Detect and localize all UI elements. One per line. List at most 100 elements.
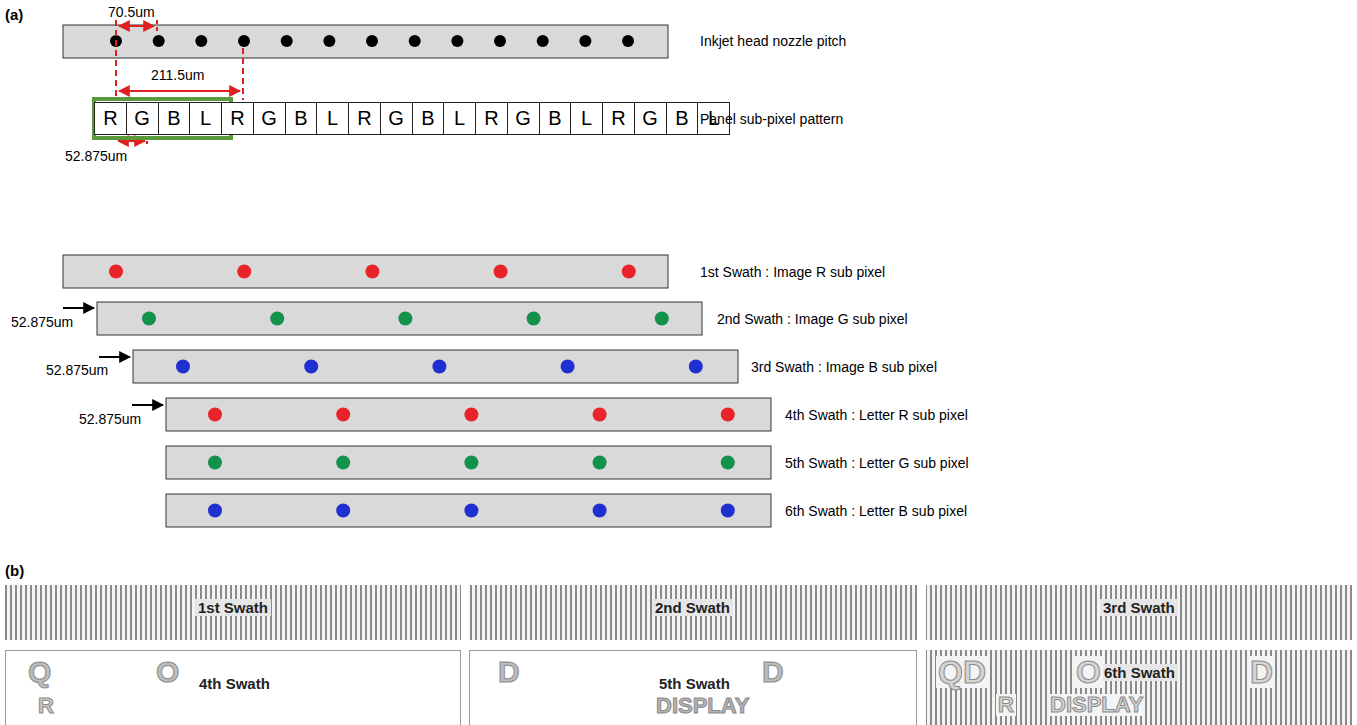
drop-dot <box>336 504 350 518</box>
nozzle-dot <box>579 35 591 47</box>
sub-pixel: L <box>189 102 222 135</box>
pixel-group-outline <box>94 99 231 138</box>
drop-dot <box>527 312 541 326</box>
sub-pixel: R <box>475 102 508 135</box>
sub-pixel-letter: R <box>103 107 117 130</box>
swath-bars <box>63 99 771 527</box>
sub-pixel: R <box>348 102 381 135</box>
shift-arrow <box>99 356 130 358</box>
swath-bar <box>63 255 668 288</box>
drop-dot <box>304 360 318 374</box>
drop-dot <box>142 312 156 326</box>
sub-pixel-letter: L <box>581 107 592 130</box>
panel-title: 6th Swath <box>1101 664 1178 681</box>
printed-letter: D <box>498 657 520 687</box>
printed-letter: DISPLAY <box>656 695 749 717</box>
nozzle-dot <box>323 35 335 47</box>
row-label: Inkjet head nozzle pitch <box>700 33 846 49</box>
panel-title: 3rd Swath <box>1100 599 1178 616</box>
nozzle-dot <box>238 35 250 47</box>
sub-pixel: R <box>602 102 635 135</box>
stripe-panel <box>469 585 917 640</box>
printed-letter: R <box>996 694 1016 716</box>
nozzle-dot <box>366 35 378 47</box>
printed-letter: QD <box>936 656 988 688</box>
printed-letter: O <box>1074 656 1103 688</box>
row-label: 5th Swath : Letter G sub pixel <box>785 455 969 471</box>
swath-bar <box>166 446 771 479</box>
drop-dot <box>176 360 190 374</box>
nozzle-dot <box>494 35 506 47</box>
drop-dot <box>336 408 350 422</box>
drop-dot <box>561 360 575 374</box>
sub-pixel: B <box>158 102 191 135</box>
panel-title: 2nd Swath <box>652 599 733 616</box>
swath-panel: 5th SwathDDDISPLAY <box>469 650 917 725</box>
row-label: 3rd Swath : Image B sub pixel <box>751 359 937 375</box>
stripe-panel <box>926 650 1352 725</box>
sub-pixel: B <box>412 102 445 135</box>
dimension-line <box>156 20 158 32</box>
shift-arrow <box>63 307 94 309</box>
row-label: 2nd Swath : Image G sub pixel <box>717 311 908 327</box>
panel-label: (a) <box>5 6 23 23</box>
sub-pixel-letter: B <box>167 107 180 130</box>
sub-pixel: L <box>316 102 349 135</box>
nozzle-dots <box>110 35 634 47</box>
drop-dot <box>208 456 222 470</box>
drop-dot <box>593 408 607 422</box>
swath-panel: 1st Swath <box>5 585 461 640</box>
drop-dot <box>494 265 508 279</box>
drop-dot <box>237 265 251 279</box>
drop-dot <box>721 504 735 518</box>
sub-pixel-letter: G <box>261 107 277 130</box>
drop-dot <box>270 312 284 326</box>
panel-title: 4th Swath <box>196 675 273 692</box>
nozzle-dot <box>451 35 463 47</box>
nozzle-dot <box>409 35 421 47</box>
swath-bar <box>97 302 702 335</box>
printed-letter: Q <box>28 657 51 687</box>
sub-pixel: B <box>285 102 318 135</box>
dimension-label: 52.875um <box>64 148 128 164</box>
drop-dot <box>593 456 607 470</box>
nozzle-dot <box>281 35 293 47</box>
printed-letter: O <box>156 657 179 687</box>
drop-dot <box>689 360 703 374</box>
dimension-label: 52.875um <box>78 411 142 427</box>
sub-pixel-letter: B <box>548 107 561 130</box>
sub-pixel: G <box>634 102 667 135</box>
drop-dot <box>432 360 446 374</box>
drop-dot <box>464 408 478 422</box>
sub-pixel-letter: B <box>675 107 688 130</box>
stripe-panel <box>926 585 1352 640</box>
dimension-line <box>115 20 117 100</box>
panel-label: (b) <box>5 562 24 579</box>
printed-letter: DISPLAY <box>1048 694 1145 716</box>
sub-pixel-letter: R <box>484 107 498 130</box>
sub-pixel-letter: R <box>611 107 625 130</box>
printed-letter: D <box>1248 656 1275 688</box>
sub-pixel: B <box>666 102 699 135</box>
panel-title: 5th Swath <box>656 675 733 692</box>
dimension-arrow <box>118 140 145 142</box>
sub-pixel-letter: G <box>388 107 404 130</box>
nozzle-dot <box>537 35 549 47</box>
swath-bar <box>166 398 771 431</box>
sub-pixel-letter: L <box>200 107 211 130</box>
sub-pixel: G <box>253 102 286 135</box>
sub-pixel: R <box>94 102 127 135</box>
stripe-panel <box>5 585 461 640</box>
drop-dot <box>721 408 735 422</box>
drop-dot <box>622 265 636 279</box>
sub-pixel-letter: G <box>642 107 658 130</box>
sub-pixel: G <box>507 102 540 135</box>
drop-dot <box>208 504 222 518</box>
dimension-label: 52.875um <box>10 314 74 330</box>
swath-bar <box>133 350 738 383</box>
dimension-arrow <box>119 25 154 27</box>
sub-pixel: G <box>380 102 413 135</box>
nozzle-dot <box>153 35 165 47</box>
dimension-label: 70.5um <box>107 4 156 20</box>
row-label: 6th Swath : Letter B sub pixel <box>785 503 967 519</box>
